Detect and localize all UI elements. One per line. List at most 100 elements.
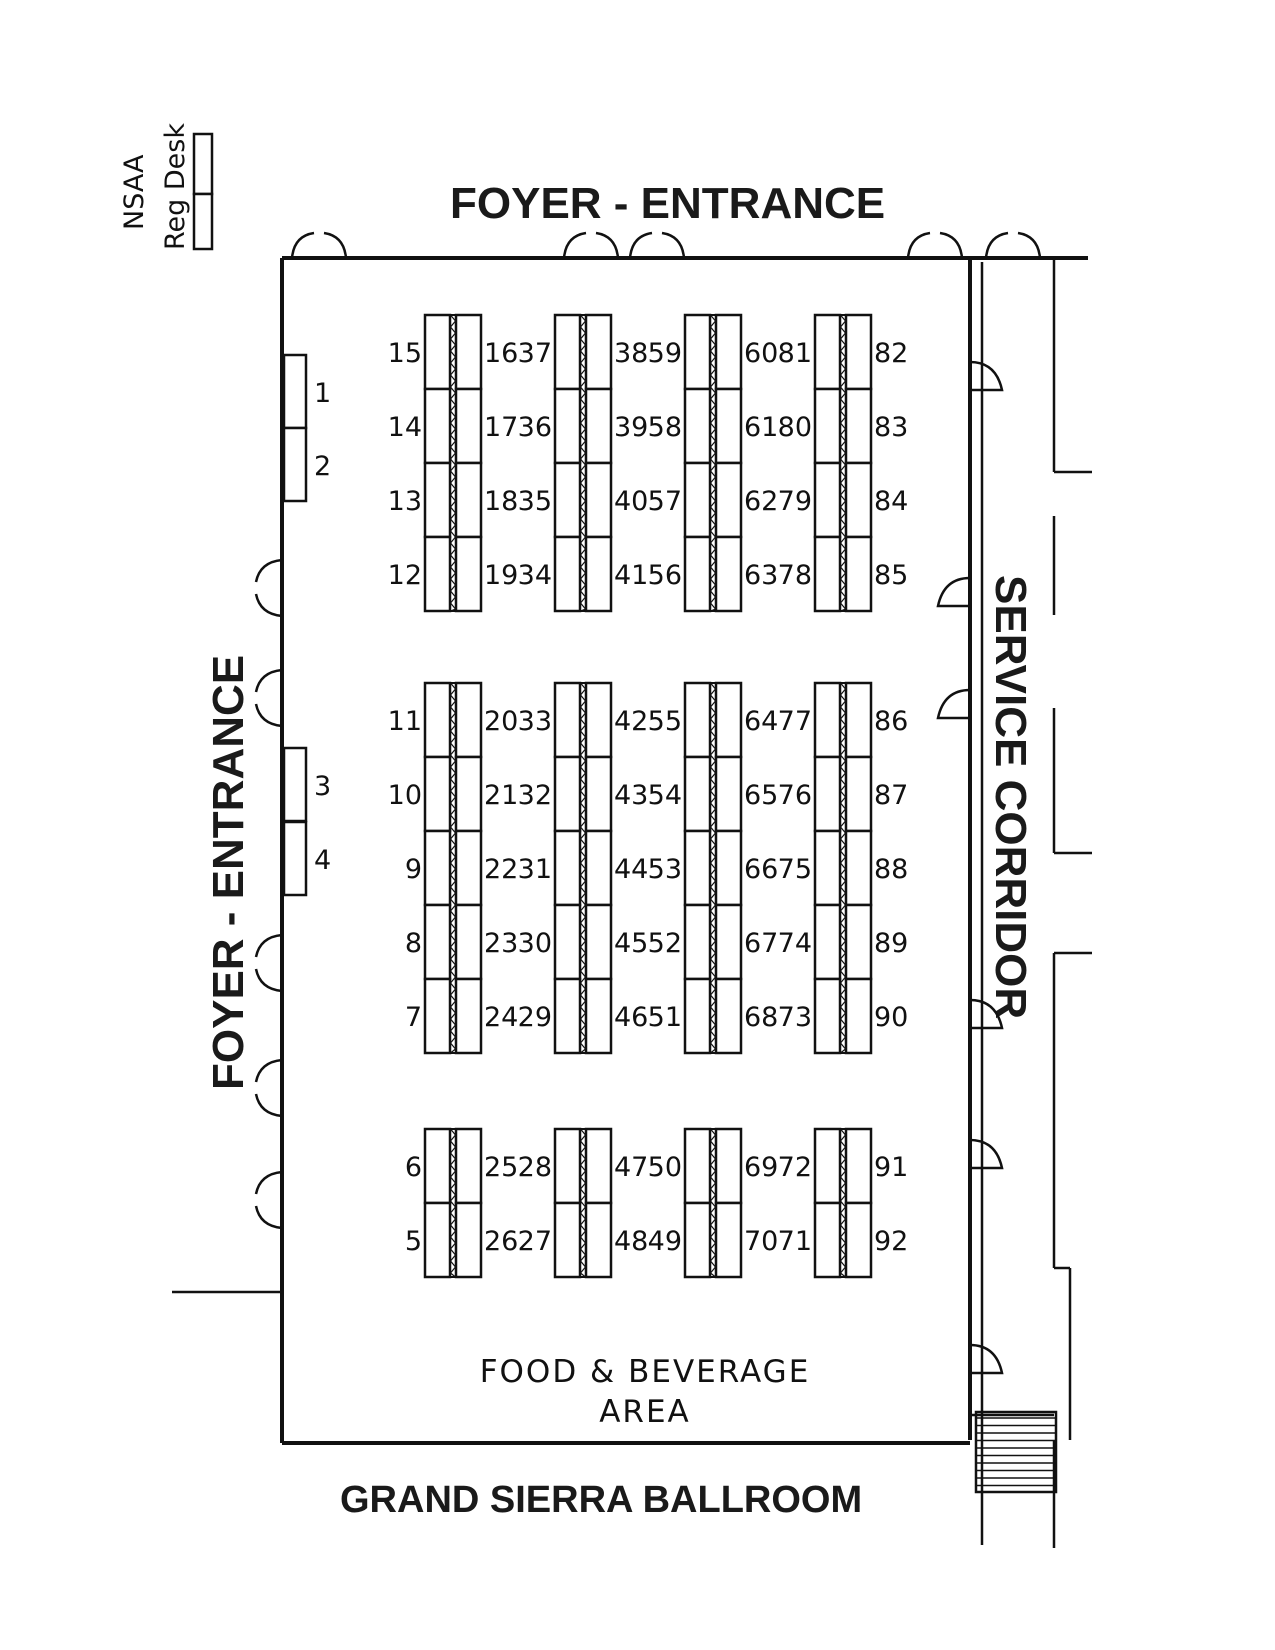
booth-4[interactable] — [282, 820, 308, 897]
booth-62[interactable] — [714, 461, 743, 539]
booth-53[interactable] — [683, 829, 712, 907]
booth-55[interactable] — [683, 681, 712, 759]
booth-33[interactable] — [553, 681, 582, 759]
booth-number: 42 — [614, 706, 648, 737]
booth-64[interactable] — [714, 681, 743, 759]
booth-86[interactable] — [844, 681, 873, 759]
booth-60[interactable] — [714, 313, 743, 391]
booth-2[interactable] — [282, 426, 308, 503]
booth-67[interactable] — [714, 903, 743, 981]
booth-25[interactable] — [454, 1127, 483, 1205]
booth-number: 20 — [484, 706, 518, 737]
booth-73[interactable] — [813, 977, 842, 1055]
booth-36[interactable] — [553, 387, 582, 465]
booth-12[interactable] — [423, 535, 452, 613]
booth-49[interactable] — [683, 1201, 712, 1279]
booth-13[interactable] — [423, 461, 452, 539]
booth-42[interactable] — [584, 681, 613, 759]
booth-80[interactable] — [813, 387, 842, 465]
booth-34[interactable] — [553, 535, 582, 613]
booth-54[interactable] — [683, 755, 712, 833]
booth-37[interactable] — [553, 313, 582, 391]
booth-57[interactable] — [683, 461, 712, 539]
booth-16[interactable] — [454, 313, 483, 391]
booth-18[interactable] — [454, 461, 483, 539]
door-double — [562, 231, 620, 259]
booth-22[interactable] — [454, 829, 483, 907]
booth-52[interactable] — [683, 903, 712, 981]
booth-92[interactable] — [844, 1201, 873, 1279]
booth-78[interactable] — [813, 535, 842, 613]
booth-61[interactable] — [714, 387, 743, 465]
booth-9[interactable] — [423, 829, 452, 907]
booth-number: 28 — [518, 1152, 552, 1183]
booth-85[interactable] — [844, 535, 873, 613]
booth-69[interactable] — [714, 1127, 743, 1205]
food-beverage-label-line2: AREA — [599, 1394, 691, 1430]
booth-46[interactable] — [584, 977, 613, 1055]
booth-29[interactable] — [553, 977, 582, 1055]
booth-1[interactable] — [282, 353, 308, 430]
booth-32[interactable] — [553, 755, 582, 833]
booth-7[interactable] — [423, 977, 452, 1055]
booth-66[interactable] — [714, 829, 743, 907]
hall-walls — [172, 256, 1088, 1445]
booth-89[interactable] — [844, 903, 873, 981]
booth-48[interactable] — [584, 1201, 613, 1279]
booth-91[interactable] — [844, 1127, 873, 1205]
booth-74[interactable] — [813, 903, 842, 981]
booth-88[interactable] — [844, 829, 873, 907]
booth-11[interactable] — [423, 681, 452, 759]
booth-45[interactable] — [584, 903, 613, 981]
booth-70[interactable] — [714, 1201, 743, 1279]
booth-87[interactable] — [844, 755, 873, 833]
booth-75[interactable] — [813, 829, 842, 907]
booth-10[interactable] — [423, 755, 452, 833]
booth-77[interactable] — [813, 681, 842, 759]
booth-56[interactable] — [683, 535, 712, 613]
booth-84[interactable] — [844, 461, 873, 539]
booth-number: 85 — [874, 560, 908, 591]
booth-83[interactable] — [844, 387, 873, 465]
booth-6[interactable] — [423, 1127, 452, 1205]
booth-20[interactable] — [454, 681, 483, 759]
booth-17[interactable] — [454, 387, 483, 465]
booth-5[interactable] — [423, 1201, 452, 1279]
booth-41[interactable] — [584, 535, 613, 613]
booth-76[interactable] — [813, 755, 842, 833]
booth-35[interactable] — [553, 461, 582, 539]
booth-40[interactable] — [584, 461, 613, 539]
booth-30[interactable] — [553, 903, 582, 981]
booth-24[interactable] — [454, 977, 483, 1055]
booth-47[interactable] — [584, 1127, 613, 1205]
booth-23[interactable] — [454, 903, 483, 981]
booth-68[interactable] — [714, 977, 743, 1055]
booth-65[interactable] — [714, 755, 743, 833]
booth-31[interactable] — [553, 829, 582, 907]
booth-82[interactable] — [844, 313, 873, 391]
booth-38[interactable] — [584, 313, 613, 391]
booth-50[interactable] — [683, 1127, 712, 1205]
booth-26[interactable] — [454, 1201, 483, 1279]
booth-59[interactable] — [683, 313, 712, 391]
booth-72[interactable] — [813, 1127, 842, 1205]
booth-28[interactable] — [553, 1127, 582, 1205]
booth-44[interactable] — [584, 829, 613, 907]
booth-81[interactable] — [813, 313, 842, 391]
booth-number: 82 — [874, 338, 908, 369]
booth-63[interactable] — [714, 535, 743, 613]
booth-79[interactable] — [813, 461, 842, 539]
booth-3[interactable] — [282, 746, 308, 823]
booth-39[interactable] — [584, 387, 613, 465]
booth-58[interactable] — [683, 387, 712, 465]
booth-27[interactable] — [553, 1201, 582, 1279]
booth-15[interactable] — [423, 313, 452, 391]
booth-43[interactable] — [584, 755, 613, 833]
booth-71[interactable] — [813, 1201, 842, 1279]
booth-21[interactable] — [454, 755, 483, 833]
booth-8[interactable] — [423, 903, 452, 981]
booth-14[interactable] — [423, 387, 452, 465]
booth-90[interactable] — [844, 977, 873, 1055]
booth-19[interactable] — [454, 535, 483, 613]
booth-51[interactable] — [683, 977, 712, 1055]
